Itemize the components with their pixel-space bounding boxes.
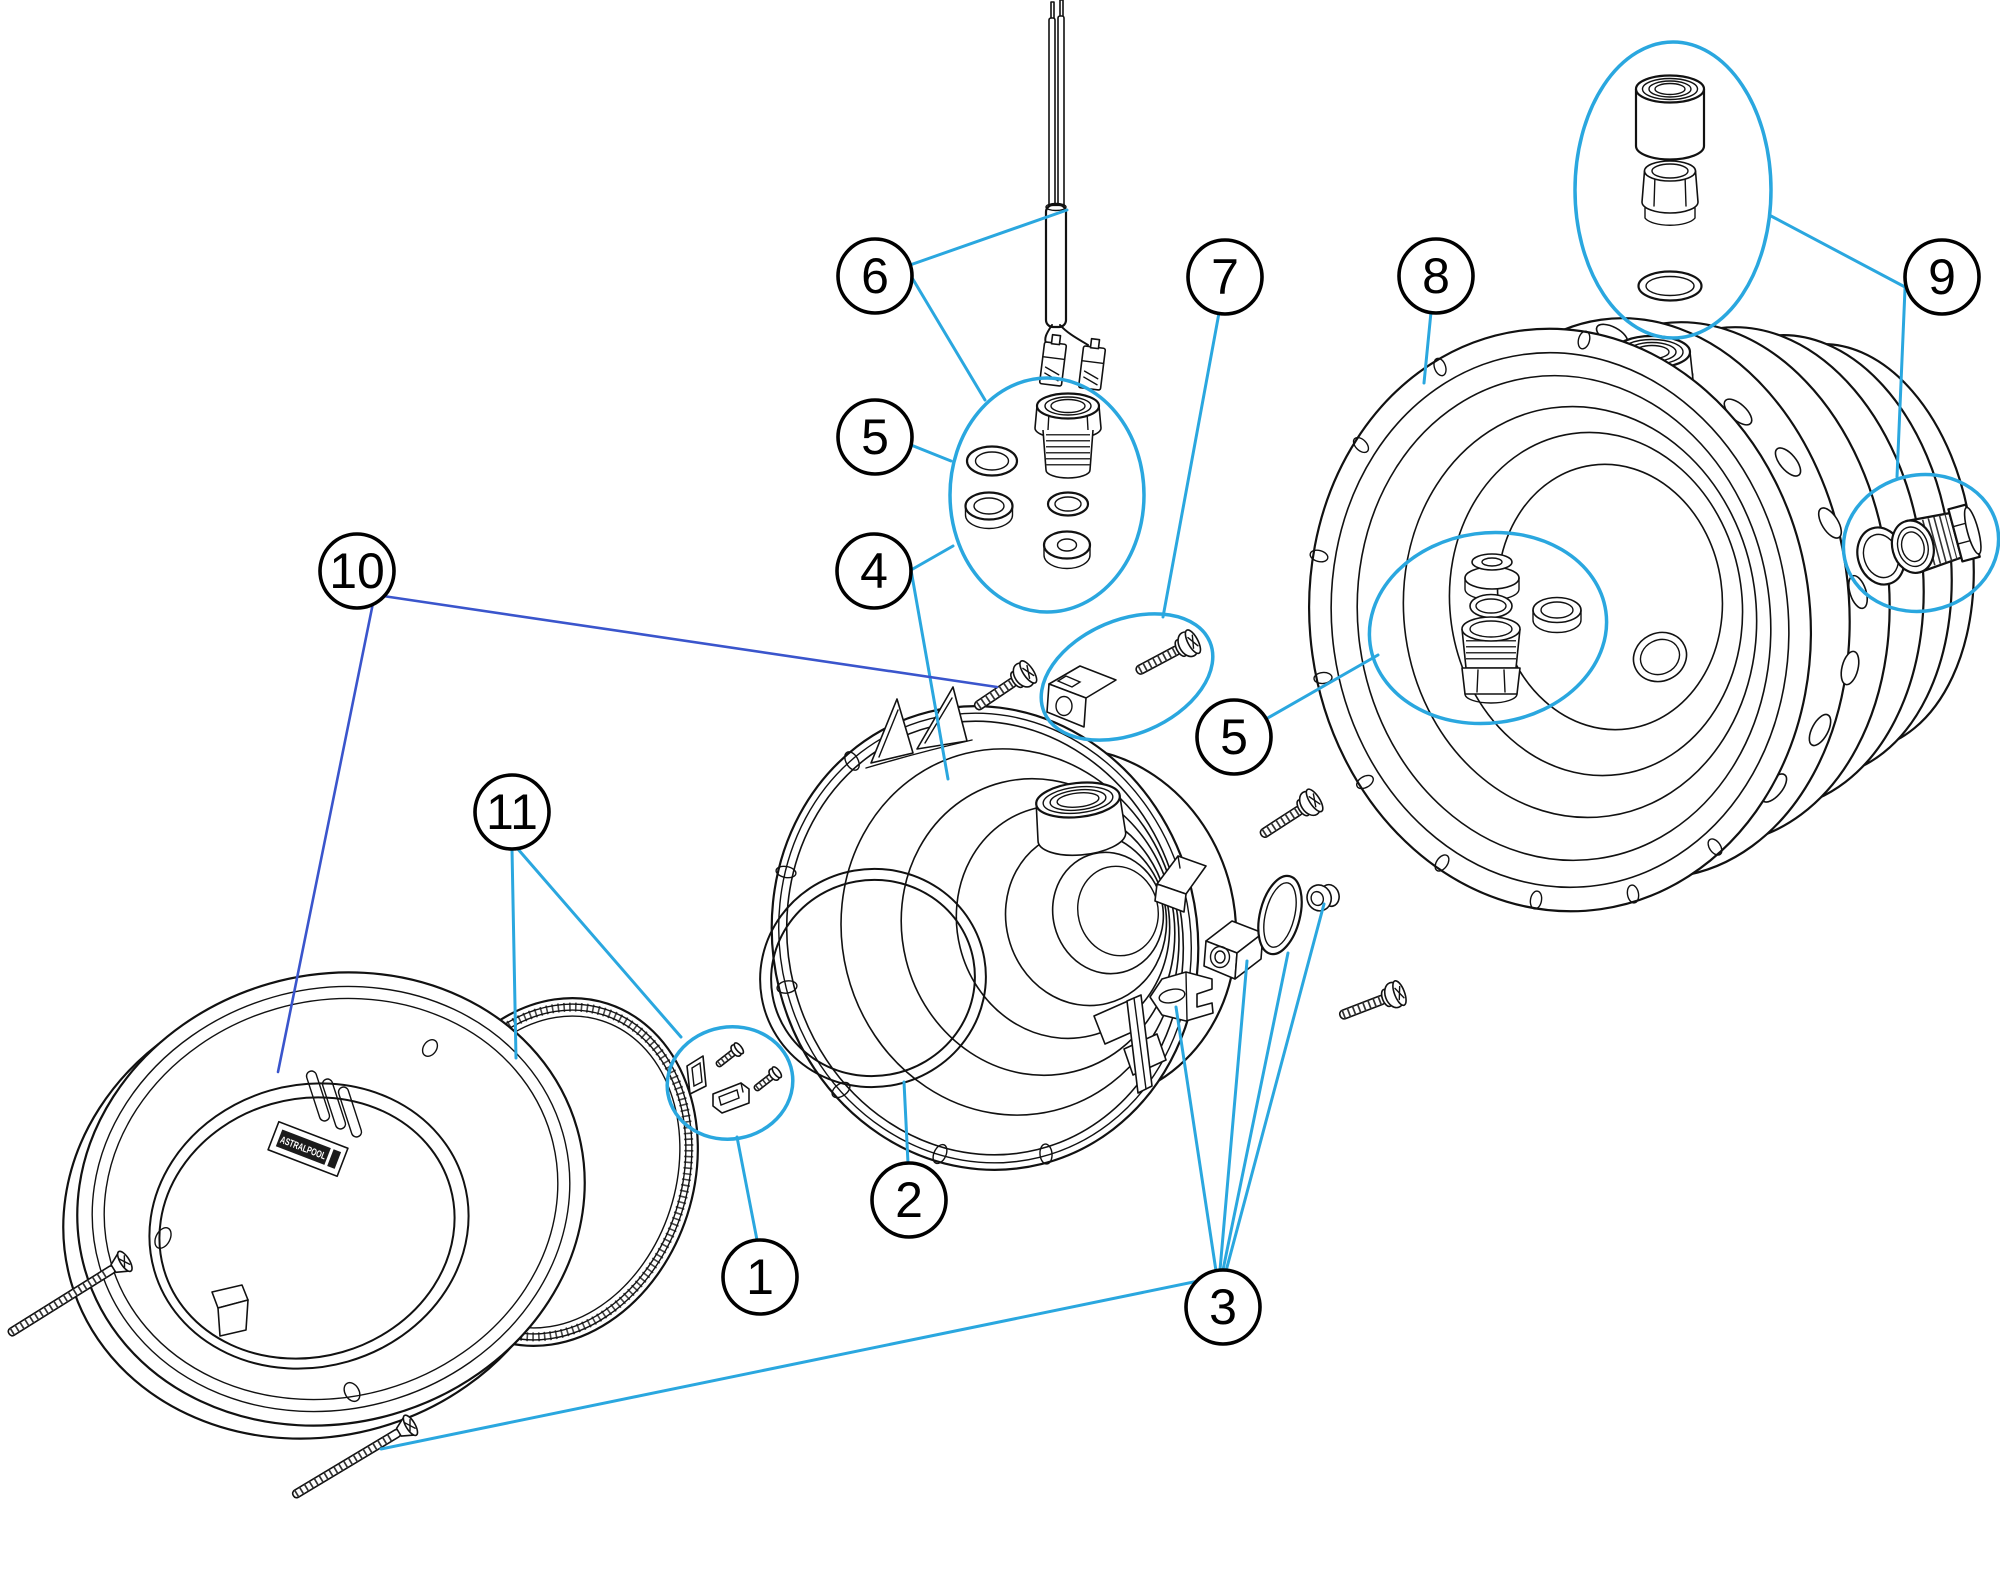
callout-number: 11 (486, 784, 538, 840)
niche-port (1035, 781, 1127, 857)
callouts-layer: 1 2 3 4 5 5 6 7 8 9 10 11 (318, 237, 1981, 1346)
leader-line-callout-3 (379, 1276, 1215, 1451)
highlight-rear-gland-kit (1367, 530, 1609, 726)
callout-circle (835, 532, 913, 610)
callout-circle (721, 1238, 799, 1316)
flange-holes (1309, 330, 1723, 910)
callout-circle (318, 532, 396, 610)
power-cable (1038, 0, 1108, 391)
callout-3: 3 (1184, 1268, 1262, 1346)
callout-number: 5 (1220, 709, 1248, 765)
fixing-screw (1336, 979, 1409, 1028)
fixing-parts-group (1126, 855, 1340, 1094)
callout-number: 2 (895, 1172, 923, 1228)
leader-line-callout-5 (1264, 653, 1380, 721)
callout-number: 9 (1928, 249, 1956, 305)
leader-line-callout-6 (906, 269, 987, 402)
callout-number: 4 (860, 543, 888, 599)
highlight-conduit-coupling-kit (1573, 40, 1773, 340)
leader-line-callout-1 (735, 1135, 759, 1242)
highlight-clamp-screw-kit (1039, 612, 1215, 742)
highlight-conduit-fitting-kit (1841, 472, 2000, 614)
callout-number: 5 (861, 409, 889, 465)
leader-line-callout-4 (909, 544, 955, 572)
leader-line-callout-10 (276, 601, 375, 1074)
callout-4: 4 (835, 532, 913, 610)
callout-circle (1903, 238, 1981, 316)
leader-line-callout-10 (381, 594, 999, 689)
callout-7: 7 (1186, 238, 1264, 316)
callout-number: 6 (861, 248, 889, 304)
callout-8: 8 (1397, 237, 1475, 315)
leader-line-callout-3 (1221, 951, 1290, 1272)
leader-line-callout-9 (1769, 214, 1907, 289)
callout-circle (836, 237, 914, 315)
rear-gland (1461, 616, 1521, 704)
leader-line-callout-6 (908, 208, 1069, 267)
leader-line-callout-11 (515, 846, 683, 1039)
small-screw (713, 1041, 745, 1070)
leader-line-callout-5 (909, 443, 953, 463)
callout-6: 6 (836, 237, 914, 315)
front-trim-ring: ASTRALPOOL (62, 971, 586, 1440)
conduit-coupling-parts (1634, 74, 1706, 302)
highlight-small-fixings-kit (665, 1025, 795, 1141)
leader-line-callout-3 (1224, 902, 1326, 1273)
brand-label-plate: ASTRALPOOL (267, 1120, 349, 1178)
callout-number: 1 (746, 1249, 774, 1305)
callout-circle (1184, 1268, 1262, 1346)
callout-number: 8 (1422, 248, 1450, 304)
callout-circle (836, 398, 914, 476)
leader-line-callout-2 (902, 1080, 910, 1165)
callout-11: 11 (473, 773, 551, 851)
callout-circle (870, 1161, 948, 1239)
small-screw (751, 1065, 783, 1094)
gland-washer-parts (964, 392, 1102, 570)
clamp-screw-parts (1046, 628, 1204, 728)
callout-5: 5 (836, 398, 914, 476)
leader-line-callout-3 (1174, 1005, 1218, 1273)
callout-10: 10 (318, 532, 396, 610)
callout-circle (1397, 237, 1475, 315)
callout-number: 7 (1211, 249, 1239, 305)
niche-housing (770, 686, 1238, 1171)
leader-line-callout-9 (1895, 287, 1907, 479)
callout-9: 9 (1903, 238, 1981, 316)
callout-circle (473, 773, 551, 851)
conduit-fitting-parts (1856, 503, 1982, 586)
leader-line-callout-3 (1218, 959, 1249, 1272)
rear-niche-housing (1308, 317, 1975, 913)
callout-circle (1186, 238, 1264, 316)
highlight-ellipses-layer (665, 40, 2000, 1141)
cable-gland (1034, 392, 1102, 479)
callout-circle (1195, 698, 1273, 776)
leader-line-callout-8 (1422, 310, 1433, 385)
small-fixings-parts (686, 1041, 783, 1114)
callout-5: 5 (1195, 698, 1273, 776)
rear-gland-parts (1461, 553, 1582, 704)
leader-line-callout-7 (1161, 311, 1221, 619)
leader-lines-layer (276, 208, 1907, 1451)
callout-2: 2 (870, 1161, 948, 1239)
leader-line-callout-4 (909, 568, 950, 781)
callout-1: 1 (721, 1238, 799, 1316)
highlight-gland-washer-kit (948, 376, 1146, 614)
fixing-screw (1254, 787, 1326, 846)
cable-connector (1077, 337, 1108, 391)
fixing-screw (1131, 628, 1204, 683)
callout-number: 10 (329, 543, 385, 599)
sealing-gasket (759, 867, 987, 1089)
artwork-layer: ASTRALPOOL (3, 0, 1982, 1505)
callout-number: 3 (1209, 1279, 1237, 1335)
leader-line-callout-11 (510, 847, 518, 1060)
